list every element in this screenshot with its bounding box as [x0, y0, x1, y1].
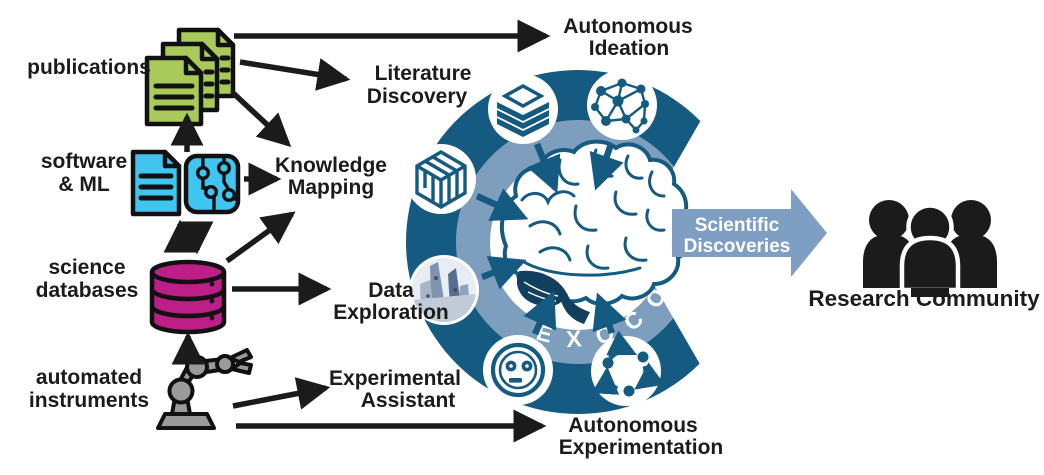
databases-label-line2: databases [36, 279, 139, 302]
discoveries-label-line2: Discoveries [684, 236, 791, 257]
brain-stem [560, 293, 590, 324]
assistant-label-line2: Assistant [361, 389, 456, 412]
data-label-line2: Exploration [333, 301, 449, 324]
capability-labels: Autonomous Ideation Literature Discovery… [275, 15, 723, 459]
arrow-publications-to-knowledge [230, 89, 292, 147]
experimentation-label-line2: Experimentation [559, 436, 724, 459]
software-document-icon [130, 149, 182, 217]
arrow-data-to-brain [480, 256, 527, 290]
cycle-arrows-icon [591, 330, 665, 395]
discoveries-label-line1: Scientific [695, 215, 780, 236]
arrow-publications-to-literature [239, 58, 351, 91]
knowledge-cube-icon [415, 150, 467, 209]
data-label-line1: Data [368, 279, 414, 302]
arrow-knowledge-to-brain [475, 188, 529, 221]
flow-arrows [163, 19, 551, 443]
discoveries-arrow-shape [672, 189, 827, 277]
software-label-line2: & ML [58, 173, 109, 196]
databases-label-line1: science [48, 256, 125, 279]
input-science-databases: science databases [36, 256, 227, 335]
literature-label-line1: Literature [375, 62, 472, 85]
documents-stack-icon [144, 27, 236, 127]
scientific-discoveries-arrow: Scientific Discoveries [672, 189, 827, 277]
arrow-databases-to-knowledge [225, 211, 296, 264]
research-community: Research Community [808, 200, 1040, 311]
database-icon [149, 259, 227, 335]
assistant-label-line1: Experimental [329, 367, 461, 390]
robot-arm-icon [156, 348, 253, 430]
arrow-instruments-to-assistant [232, 377, 331, 410]
ml-chip-icon [183, 153, 241, 215]
research-community-label: Research Community [808, 286, 1040, 311]
arrow-ideation-to-brain [589, 142, 624, 191]
knowledge-label-line1: Knowledge [275, 154, 387, 177]
instruments-label-line1: automated [36, 366, 142, 389]
ideation-label-line1: Autonomous [563, 15, 692, 38]
ring-icon-network [587, 70, 657, 140]
data-image-icon [412, 258, 476, 322]
arrow-assistant-to-brain [523, 290, 557, 336]
ideation-label-line2: Ideation [589, 37, 670, 60]
arrow-experimentation-to-brain [592, 292, 627, 335]
publications-label: publications [27, 56, 151, 79]
ring-icon-data-image [409, 255, 479, 325]
core-inward-arrows [475, 142, 627, 336]
robot-face-icon [490, 342, 546, 398]
knowledge-label-line2: Mapping [288, 176, 374, 199]
layers-icon [501, 83, 545, 109]
ring-icon-robot-face [483, 335, 553, 405]
people-group-icon [863, 200, 997, 297]
input-publications: publications [27, 27, 236, 127]
ring-icon-layers [488, 74, 558, 144]
experimentation-label-line1: Autonomous [568, 414, 697, 437]
input-software-ml: software & ML [41, 149, 241, 217]
input-automated-instruments: automated instruments [29, 348, 253, 430]
ring-icon-cube [406, 144, 476, 214]
arrow-literature-to-brain [527, 142, 561, 194]
instruments-label-line2: instruments [29, 389, 149, 412]
ring-icon-cycle [591, 330, 665, 406]
software-label-line1: software [41, 150, 127, 173]
literature-label-line2: Discovery [367, 85, 468, 108]
